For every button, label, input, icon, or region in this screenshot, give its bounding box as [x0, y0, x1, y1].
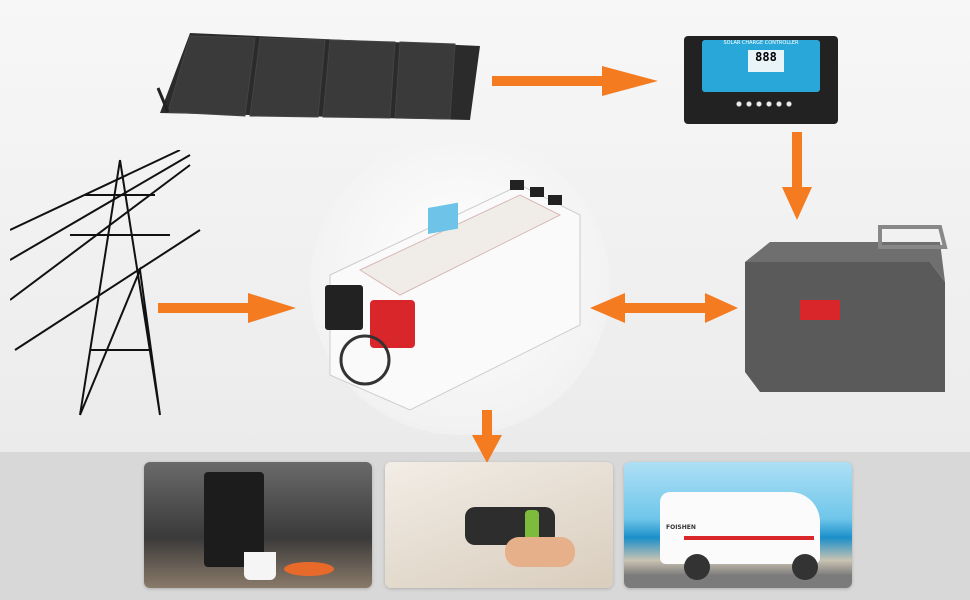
appliance-power-drill	[385, 462, 613, 588]
arrow-grid-to-inverter	[158, 293, 296, 323]
charge-controller: SOLAR CHARGE CONTROLLER 888	[684, 36, 838, 124]
appliance-coffee-maker	[144, 462, 372, 588]
inverter	[325, 180, 581, 411]
power-grid-tower	[10, 150, 201, 416]
arrow-controller-to-battery	[782, 132, 812, 220]
arrow-inverter-battery-bidirectional	[590, 293, 738, 323]
controller-title: SOLAR CHARGE CONTROLLER	[723, 40, 799, 46]
arrow-inverter-to-appliances	[472, 410, 502, 463]
appliance-rv: FOISHEN	[624, 462, 852, 588]
arrow-solar-to-controller	[492, 66, 658, 96]
battery	[745, 225, 948, 392]
rv-brand: FOISHEN	[666, 524, 696, 531]
controller-display: 888	[748, 50, 784, 72]
solar-panel	[156, 33, 480, 120]
